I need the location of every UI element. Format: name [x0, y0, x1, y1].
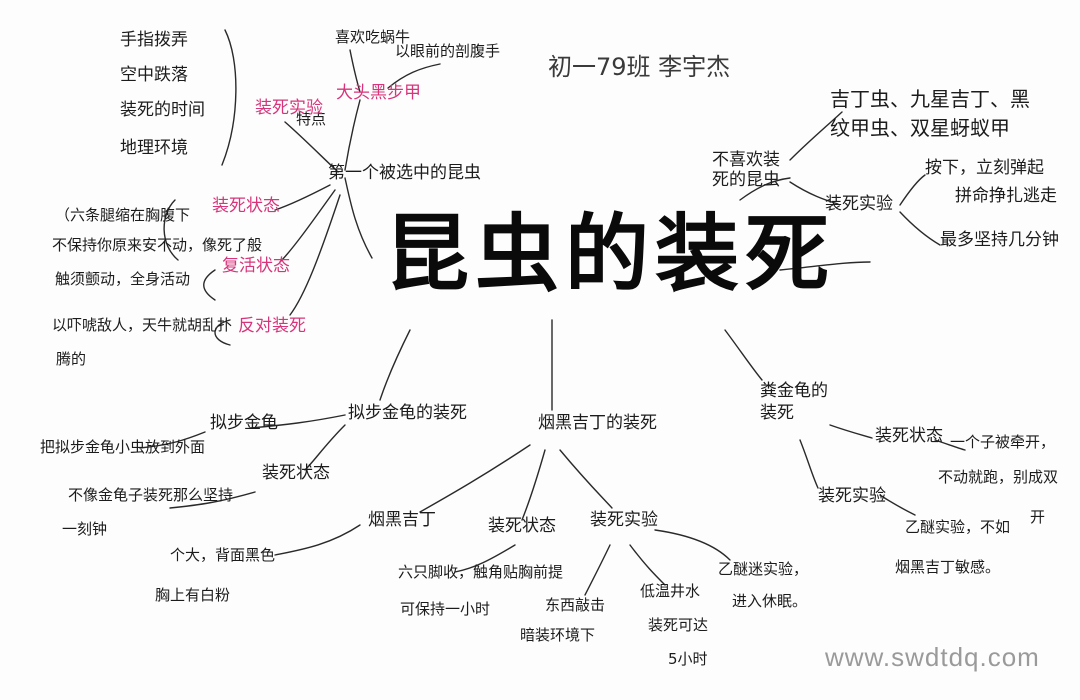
link-exp-knock	[584, 544, 611, 596]
jewel-exp-note-2: 烟黑吉丁敏感。	[895, 558, 1001, 576]
pill-beetle-main: 拟步金龟	[210, 413, 278, 433]
buprestid-state-label: 装死状态	[488, 516, 556, 536]
first-state-note-2: 不保持你原来安不动，像死了般	[52, 236, 263, 254]
link-center-pill	[379, 329, 411, 401]
first-insect-label: 第一个被选中的昆虫	[328, 163, 481, 183]
jewel-exp-label: 装死实验	[818, 486, 886, 506]
beetle-name-origin: 以眼前的剖腹手	[395, 42, 501, 60]
brace-state	[163, 199, 179, 261]
link-first-state	[274, 184, 331, 211]
link-exp-cold	[629, 544, 666, 586]
link-first-counter	[289, 194, 341, 316]
link-jstate-note	[934, 439, 966, 451]
buprestid-exp-note-1: 东西敲击	[545, 596, 606, 614]
buprestid-ether-note-2: 进入休眠。	[732, 592, 808, 610]
link-jewel-state	[829, 424, 873, 439]
link-exp-ether	[654, 529, 731, 561]
buprestid-state-note-2: 可保持一小时	[400, 600, 491, 618]
group-one-label: 不喜欢装死的昆虫	[712, 150, 780, 191]
buprestid-body-note-2: 胸上有白粉	[155, 586, 231, 604]
first-exp-item-3: 装死的时间	[120, 100, 205, 120]
jewel-exp-note-1: 乙醚实验，不如	[905, 518, 1011, 536]
brace-exp	[221, 29, 237, 166]
beetle-habit: 喜欢吃蜗牛	[335, 28, 411, 46]
buprestid-exp-label: 装死实验	[590, 510, 658, 530]
buprestid-ether-note-1: 乙醚迷实验，	[718, 560, 809, 578]
map-title: 昆虫的装死	[385, 204, 836, 303]
group-one-note-3: 最多坚持几分钟	[940, 230, 1059, 250]
buprestid-exp-note-2: 暗装环境下	[520, 626, 596, 644]
first-exp-item-2: 空中跌落	[120, 65, 188, 85]
jewel-state-note-3: 开	[1030, 508, 1046, 526]
link-exp-note3	[899, 211, 941, 246]
link-jewel-exp	[799, 439, 819, 489]
first-exp-item-1: 手指拨弄	[120, 30, 188, 50]
group-one-note-2: 拼命挣扎逃走	[955, 186, 1057, 206]
jewel-beetle-label: 粪金龟的装死	[760, 381, 828, 424]
pill-beetle-label: 拟步金龟的装死	[348, 403, 467, 423]
link-center-first	[344, 177, 373, 259]
jewel-state-label: 装死状态	[875, 426, 943, 446]
group-one-exp-label: 装死实验	[825, 194, 893, 214]
link-group1-insects	[789, 111, 843, 161]
link-pill-note2	[169, 491, 256, 509]
link-jexp-note	[879, 494, 916, 516]
link-state-notes	[454, 544, 516, 573]
group-one-note-1: 按下，立刻弹起	[925, 158, 1044, 178]
author-signature: 初一79班 李宇杰	[548, 53, 731, 81]
features-label: 特点	[296, 110, 327, 128]
jewel-state-note-1: 一个子被牵开，	[950, 433, 1056, 451]
link-center-group1	[739, 177, 791, 201]
first-counter-note-2: 腾的	[56, 350, 87, 368]
first-recovery-note: 触须颤动，全身活动	[55, 270, 191, 288]
link-pill-main	[249, 414, 346, 429]
buprestid-body-note-1: 个大，背面黑色	[170, 546, 276, 564]
link-beetle-habit	[349, 49, 361, 93]
pill-beetle-note-3: 一刻钟	[62, 520, 108, 538]
group-one-insects: 吉丁虫、九星吉丁、黑纹甲虫、双星蚜蚁甲	[830, 87, 1030, 140]
link-pill-note1	[139, 431, 206, 449]
buprestid-label: 烟黑吉丁的装死	[538, 413, 657, 433]
first-state-label: 装死状态	[212, 196, 280, 216]
watermark: www.swdtdq.com	[825, 642, 1040, 672]
first-exp-item-4: 地理环境	[120, 138, 188, 158]
first-state-note-1: （六条腿缩在胸腹下	[55, 206, 191, 224]
link-beetle-origin	[387, 63, 441, 89]
link-center-jewel	[724, 329, 763, 381]
buprestid-exp-note-5: 5小时	[668, 650, 708, 668]
buprestid-exp-note-4: 装死可达	[648, 616, 709, 634]
link-first-exp	[284, 121, 339, 173]
line-under-title	[779, 261, 871, 271]
first-counter-note-1: 以吓唬敌人，天牛就胡乱扑	[52, 316, 233, 334]
first-counter-label: 反对装死	[238, 316, 306, 336]
link-exp-note1	[899, 174, 926, 206]
link-first-beetle	[344, 99, 361, 171]
brace-counter	[214, 319, 231, 346]
pill-beetle-note-2: 不像金龟子装死那么坚持	[68, 486, 234, 504]
buprestid-state-note-1: 六只脚收，触角贴胸前提	[398, 563, 564, 581]
pill-beetle-note-1: 把拟步金龟小虫放到外面	[40, 438, 206, 456]
brace-recovery	[203, 269, 216, 301]
link-group1-exp	[789, 181, 839, 205]
link-buprestid-state	[521, 449, 546, 521]
pill-beetle-state-label: 装死状态	[262, 463, 330, 483]
buprestid-exp-note-3: 低温井水	[640, 582, 701, 600]
link-pill-state	[304, 424, 346, 471]
link-sub-body	[274, 524, 361, 556]
buprestid-sub-label: 烟黑吉丁	[368, 510, 436, 530]
link-buprestid-exp	[559, 449, 613, 509]
first-recovery-label: 复活状态	[222, 256, 290, 276]
beetle-name: 大头黑步甲	[336, 83, 421, 103]
first-experiment-label: 装死实验	[255, 98, 323, 118]
link-buprestid-sub	[419, 444, 531, 513]
link-first-recovery	[279, 189, 336, 263]
jewel-state-note-2: 不动就跑，别成双	[938, 468, 1059, 486]
